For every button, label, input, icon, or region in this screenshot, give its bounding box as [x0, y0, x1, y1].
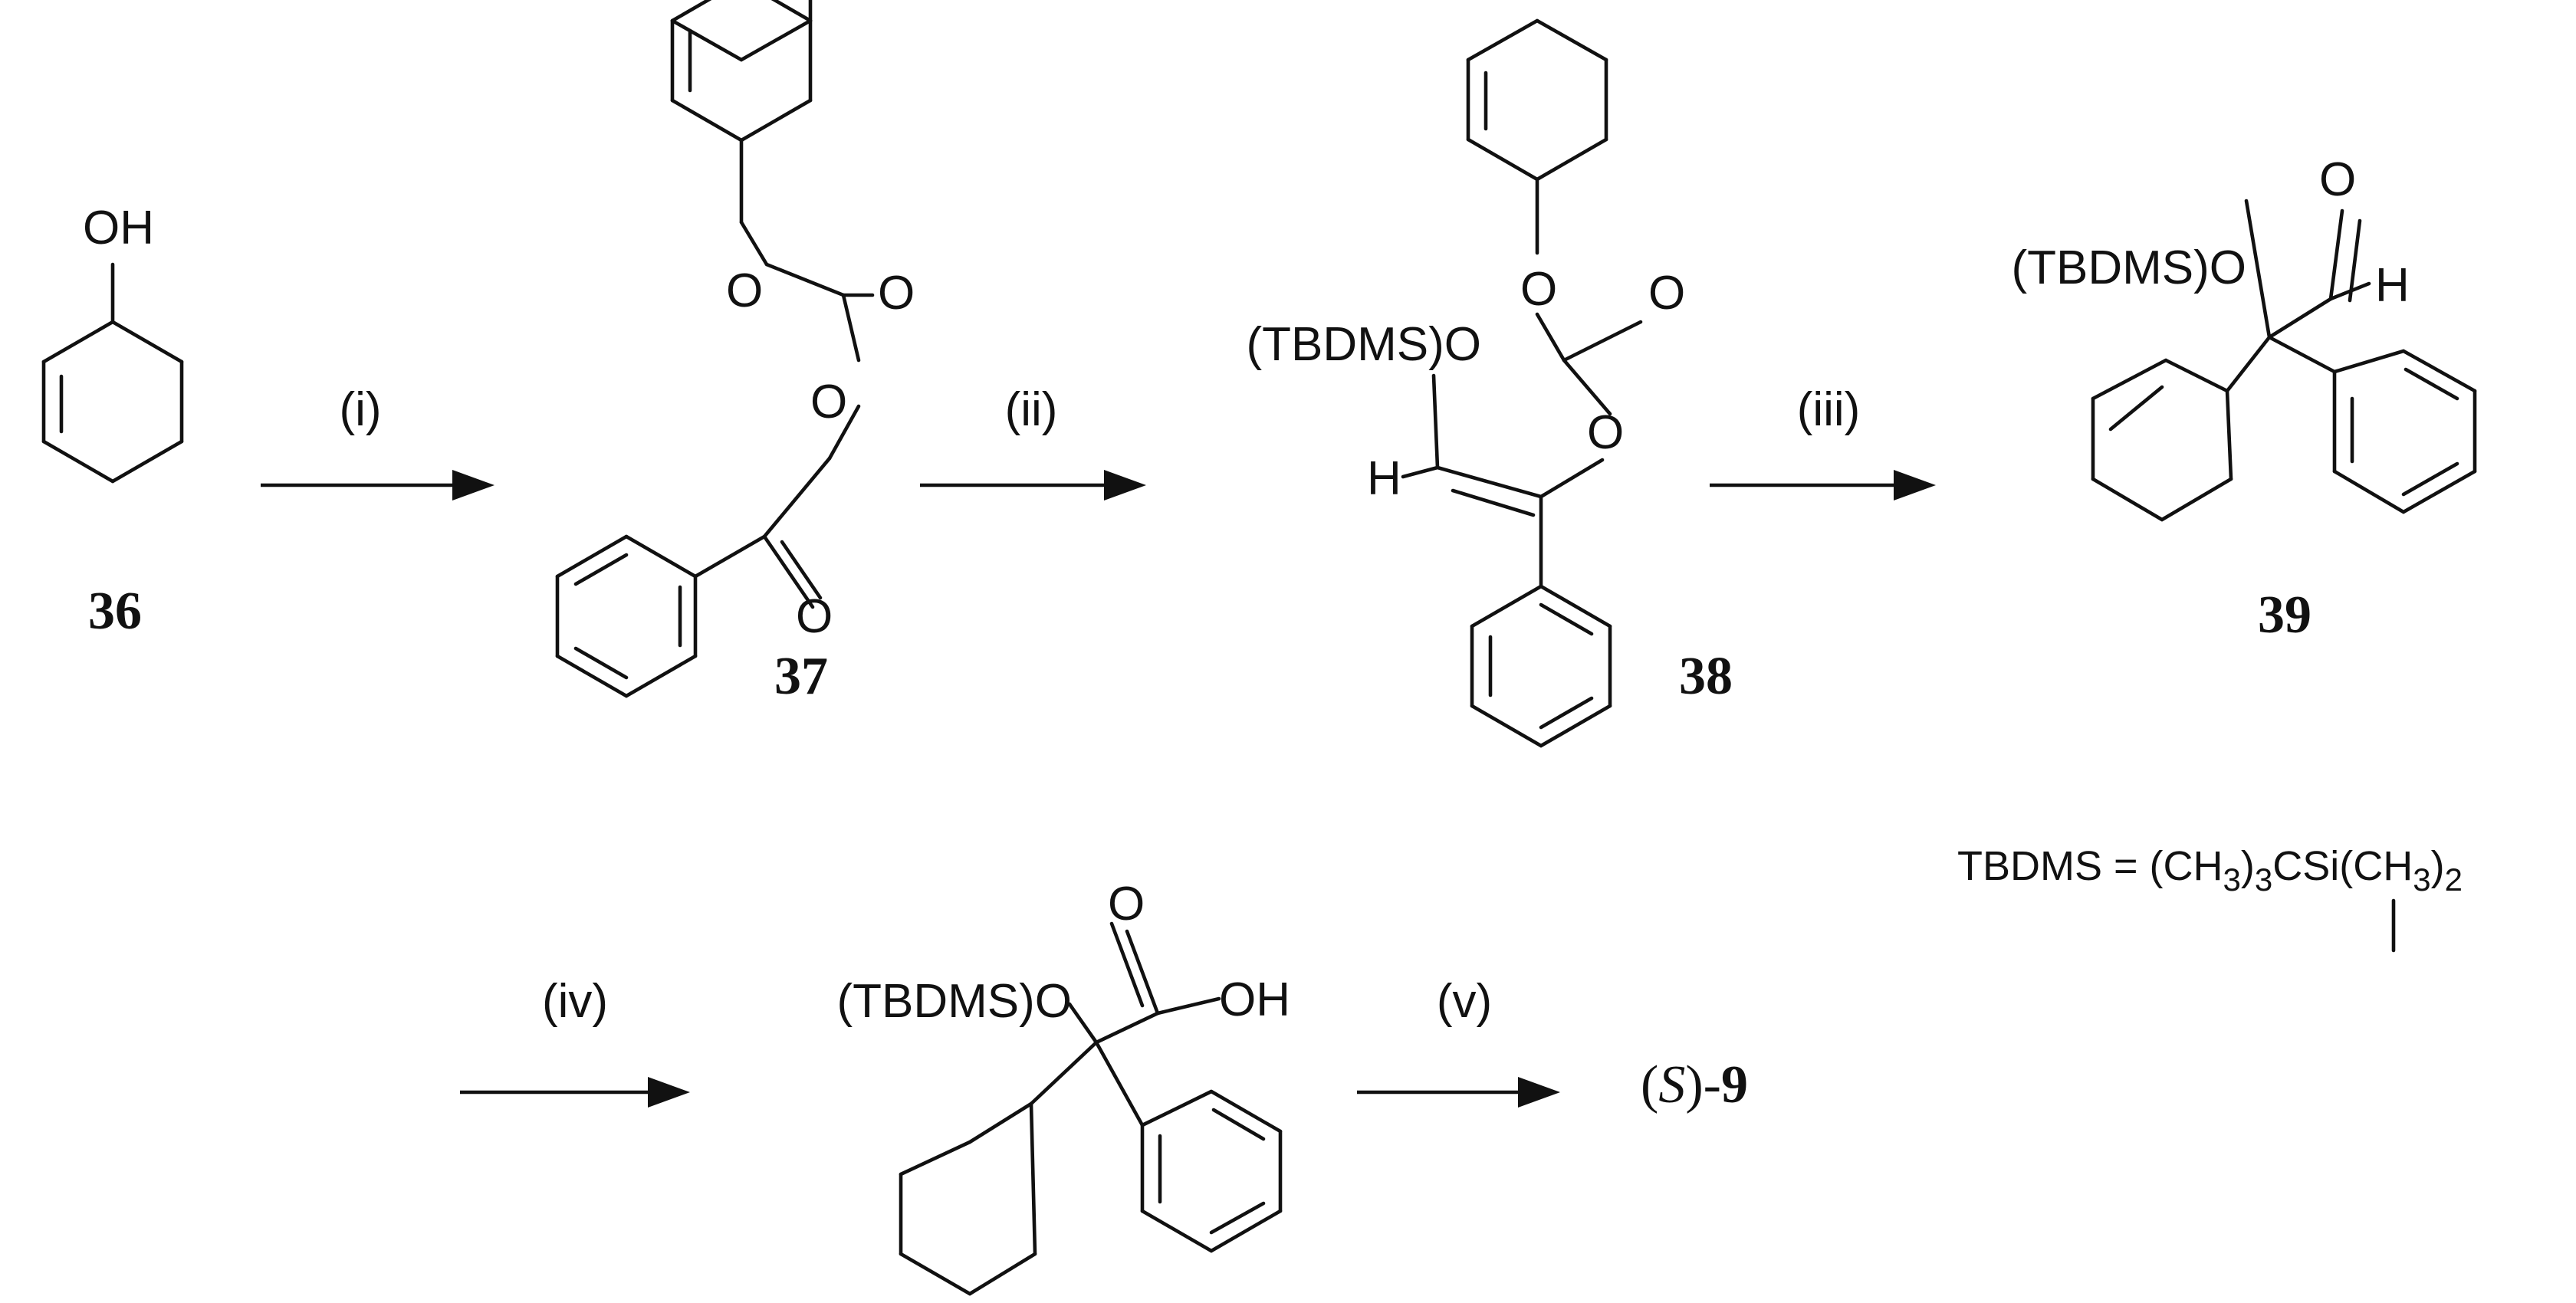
ester-oxygen-label: O — [726, 264, 763, 317]
aldehyde-oxygen-label: O — [2319, 153, 2356, 206]
carbonyl-oxygen-label: O — [878, 267, 915, 320]
compound-37-cyclohexenyl — [670, 0, 813, 143]
arrow-step-v: (v) — [1357, 975, 1560, 1108]
condition-iii: (iii) — [1797, 383, 1861, 436]
arrow-step-i: (i) — [261, 383, 495, 501]
compound-39-cyclohexenyl — [2091, 358, 2233, 522]
compound-39: (TBDMS)O O H 39 — [2011, 153, 2477, 645]
arrow-step-iv: (iv) — [460, 975, 690, 1108]
product-label: (S)-9 — [1641, 1055, 1748, 1114]
ester-oxygen-label: O — [1520, 263, 1557, 316]
compound-36: OH 36 — [41, 202, 184, 641]
compound-37-phenyl — [555, 534, 767, 698]
vinyl-hydrogen-label: H — [1367, 452, 1401, 505]
tbdms-formula: TBDMS = (CH3)3CSi(CH3)2 — [1957, 843, 2463, 898]
compound-37: O O O O 37 — [555, 0, 915, 706]
compound-37-backbone — [670, 0, 875, 609]
acid-carbonyl-oxygen-label: O — [1108, 878, 1145, 930]
compound-38-backbone — [1401, 177, 1643, 589]
silyl-ether-label: (TBDMS)O — [836, 975, 1072, 1028]
compound-38: (TBDMS)O H O O O 38 — [1246, 18, 1733, 748]
ester-oxygen-label: O — [810, 376, 847, 428]
acid-backbone — [1029, 921, 1221, 1127]
arrow-step-ii: (ii) — [920, 383, 1146, 501]
silyl-ether-label: (TBDMS)O — [1246, 318, 1481, 371]
compound-label-36: 36 — [88, 582, 142, 641]
hydroxyl-label: OH — [83, 202, 154, 254]
ketone-oxygen-label: O — [796, 590, 833, 643]
arrow-step-iii: (iii) — [1710, 383, 1936, 501]
aldehyde-hydrogen-label: H — [2375, 259, 2410, 312]
compound-38-cyclohexenyl — [1466, 18, 1608, 182]
tbdms-definition: TBDMS = (CH3)3CSi(CH3)2 — [1957, 843, 2463, 953]
compound-39-phenyl — [2332, 349, 2477, 514]
compound-36-ring — [41, 262, 184, 484]
condition-v: (v) — [1437, 975, 1492, 1028]
condition-i: (i) — [339, 383, 381, 436]
condition-iv: (iv) — [542, 975, 608, 1028]
compound-39-backbone — [2225, 199, 2371, 393]
silyl-ether-label: (TBDMS)O — [2011, 241, 2246, 294]
acid-hydroxyl-label: OH — [1219, 973, 1290, 1026]
compound-label-39: 39 — [2258, 586, 2312, 645]
product-s-9: (S)-9 — [1641, 1055, 1748, 1114]
condition-ii: (ii) — [1005, 383, 1058, 436]
enol-oxygen-label: O — [1587, 406, 1624, 459]
acid-cyclohexyl — [899, 1101, 1037, 1296]
compound-label-38: 38 — [1679, 647, 1733, 706]
carbonyl-oxygen-label: O — [1648, 267, 1685, 320]
compound-label-37: 37 — [774, 647, 828, 706]
compound-38-phenyl — [1470, 584, 1612, 748]
acid-phenyl — [1140, 1089, 1283, 1253]
compound-silyl-acid: (TBDMS)O O OH — [836, 878, 1290, 1296]
